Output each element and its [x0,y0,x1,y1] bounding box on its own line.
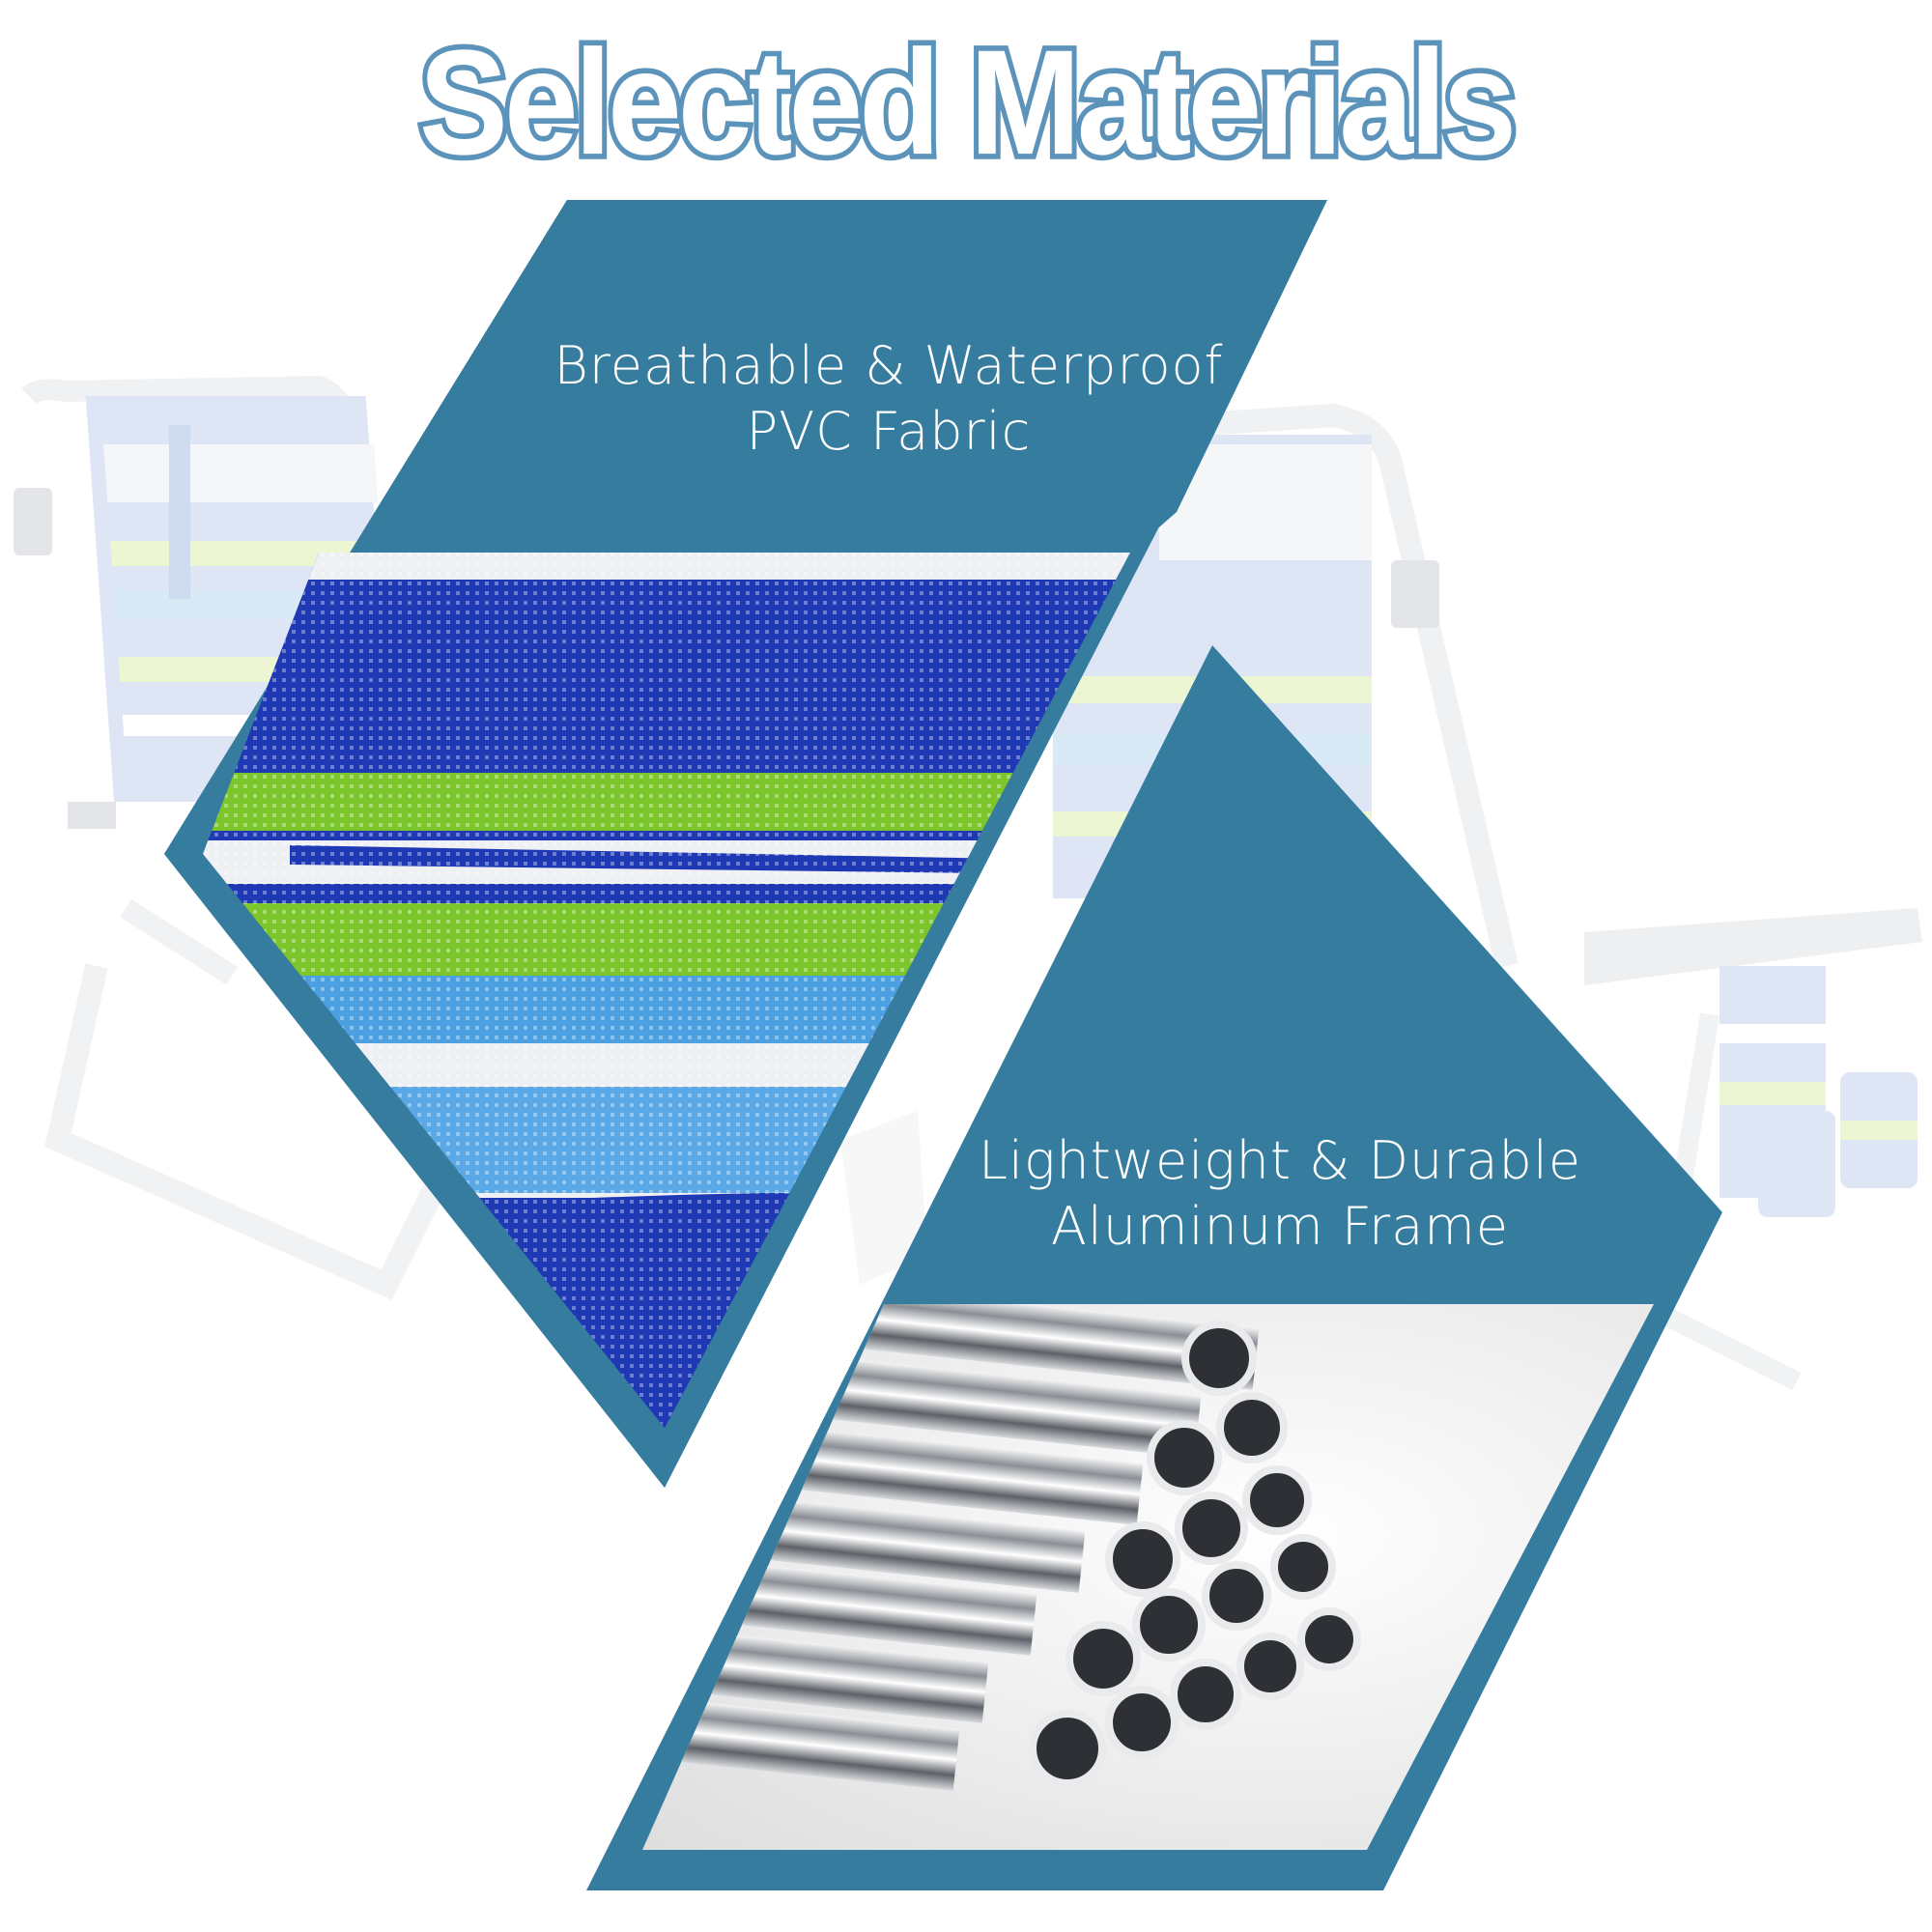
frame-caption-line1: Lightweight & Durable [978,1130,1582,1191]
fabric-caption-line1: Breathable & Waterproof [554,335,1224,396]
frame-feature-caption: Lightweight & Durable Aluminum Frame [869,1128,1690,1260]
frame-caption-line2: Aluminum Frame [1050,1196,1510,1257]
fabric-feature-caption: Breathable & Waterproof PVC Fabric [406,333,1372,465]
tube-stack [645,1304,1361,1791]
page-title: Selected Materials [414,14,1521,192]
fabric-caption-line2: PVC Fabric [746,401,1032,462]
